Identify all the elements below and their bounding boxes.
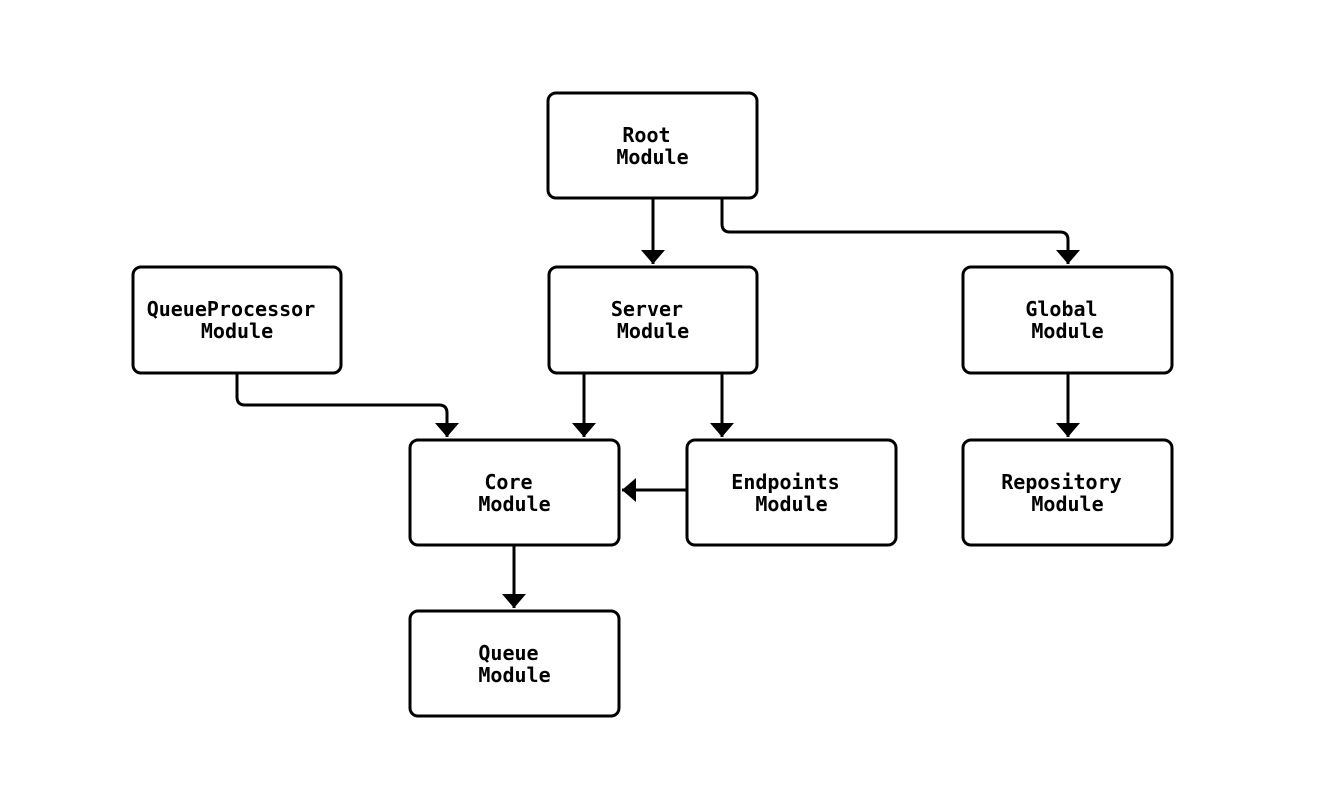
node-core-module-box [408, 438, 621, 547]
node-root-module: Root Module [546, 91, 759, 200]
node-queueprocessor-module-box [131, 265, 343, 375]
node-queueprocessor-module: QueueProcessor Module [131, 265, 343, 375]
node-repository-module: Repository Module [961, 438, 1174, 547]
node-repository-module-box [961, 438, 1174, 547]
node-root-module-box [546, 91, 759, 200]
node-endpoints-module-box [685, 438, 898, 547]
node-endpoints-module: Endpoints Module [685, 438, 898, 547]
edge-queueprocessor-to-core [235, 373, 459, 437]
node-core-module: Core Module [408, 438, 621, 547]
node-repository-module-label: Repository Module [1001, 470, 1133, 516]
edge-root-to-global [720, 198, 1080, 264]
node-endpoints-module-label: Endpoints Module [731, 470, 851, 516]
node-server-module-label: Server Module [611, 297, 695, 343]
node-server-module-box [547, 265, 759, 375]
node-queue-module-label: Queue Module [478, 641, 550, 687]
node-global-module-label: Global Module [1025, 297, 1109, 343]
node-queueprocessor-module-label: QueueProcessor Module [147, 297, 328, 343]
node-global-module: Global Module [961, 265, 1174, 375]
node-global-module-box [961, 265, 1174, 375]
node-root-module-label: Root Module [616, 123, 688, 169]
node-queue-module: Queue Module [408, 609, 621, 718]
diagram-edges [235, 198, 1080, 608]
node-queue-module-box [408, 609, 621, 718]
node-server-module: Server Module [547, 265, 759, 375]
node-core-module-label: Core Module [478, 470, 550, 516]
